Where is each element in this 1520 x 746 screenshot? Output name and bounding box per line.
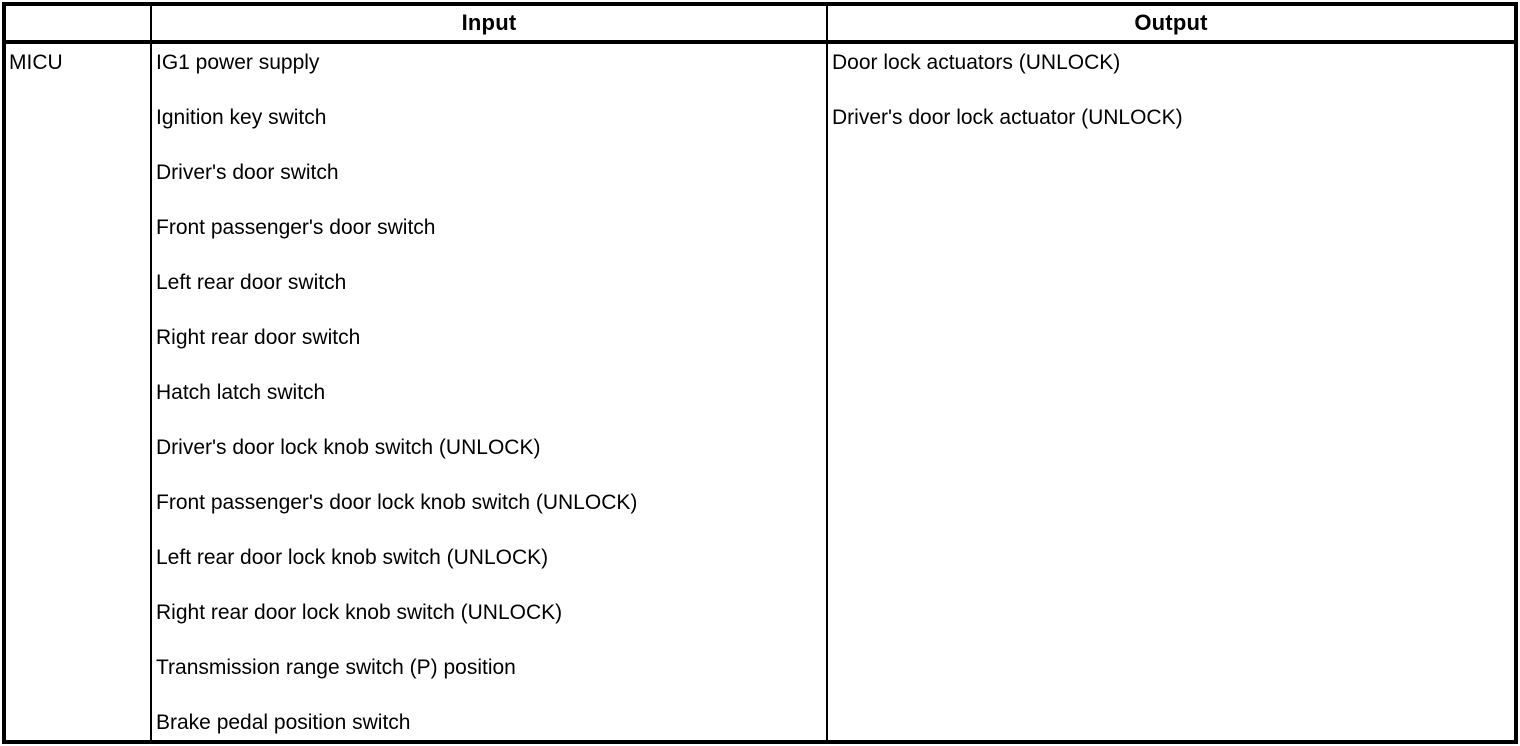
input-item: Brake pedal position switch xyxy=(156,711,411,734)
input-item: Transmission range switch (P) position xyxy=(156,656,516,679)
input-item: Hatch latch switch xyxy=(156,381,326,404)
input-item: Front passenger's door lock knob switch … xyxy=(156,491,638,514)
header-blank-cell xyxy=(6,6,150,40)
input-item: Front passenger's door switch xyxy=(156,216,436,239)
header-input-cell: Input xyxy=(150,6,826,40)
output-list: Door lock actuators (UNLOCK) Driver's doo… xyxy=(826,44,1514,740)
input-item: Ignition key switch xyxy=(156,106,327,129)
input-item: Right rear door lock knob switch (UNLOCK… xyxy=(156,601,563,624)
input-item: Right rear door switch xyxy=(156,326,361,349)
input-item: Left rear door lock knob switch (UNLOCK) xyxy=(156,546,549,569)
output-item: Door lock actuators (UNLOCK) xyxy=(832,51,1121,74)
input-item: Left rear door switch xyxy=(156,271,347,294)
header-output-cell: Output xyxy=(826,6,1514,40)
input-item: Driver's door switch xyxy=(156,161,339,184)
input-item: IG1 power supply xyxy=(156,51,320,74)
output-item: Driver's door lock actuator (UNLOCK) xyxy=(832,106,1183,129)
input-item: Driver's door lock knob switch (UNLOCK) xyxy=(156,436,541,459)
table-header-row: Input Output xyxy=(6,6,1514,44)
unit-label-micu: MICU xyxy=(9,51,63,74)
